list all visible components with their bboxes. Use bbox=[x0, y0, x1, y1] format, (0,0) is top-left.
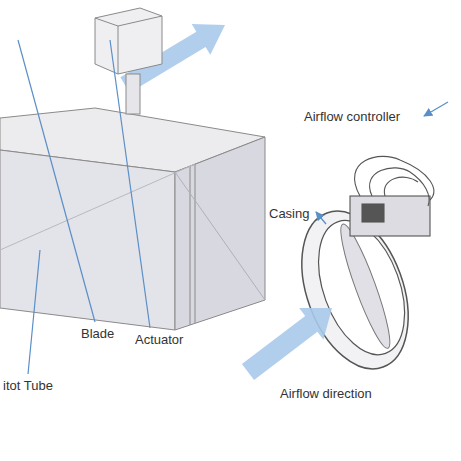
leader-line bbox=[18, 40, 95, 322]
actuator-body bbox=[95, 8, 162, 114]
callout-label: itot Tube bbox=[2, 378, 54, 393]
leader-arrow bbox=[316, 212, 326, 224]
damper-box bbox=[0, 108, 265, 330]
leader-line bbox=[28, 250, 40, 374]
callout-label: Airflow direction bbox=[279, 386, 373, 401]
callout-label: Actuator bbox=[134, 332, 184, 347]
callout-label: Blade bbox=[80, 326, 115, 341]
flow-arrow bbox=[242, 308, 332, 380]
callout-label: Casing bbox=[268, 206, 310, 221]
callout-label: Airflow controller bbox=[303, 109, 401, 124]
controller-unit bbox=[350, 156, 434, 236]
leader-line bbox=[110, 40, 150, 328]
leader-arrow bbox=[424, 102, 448, 116]
